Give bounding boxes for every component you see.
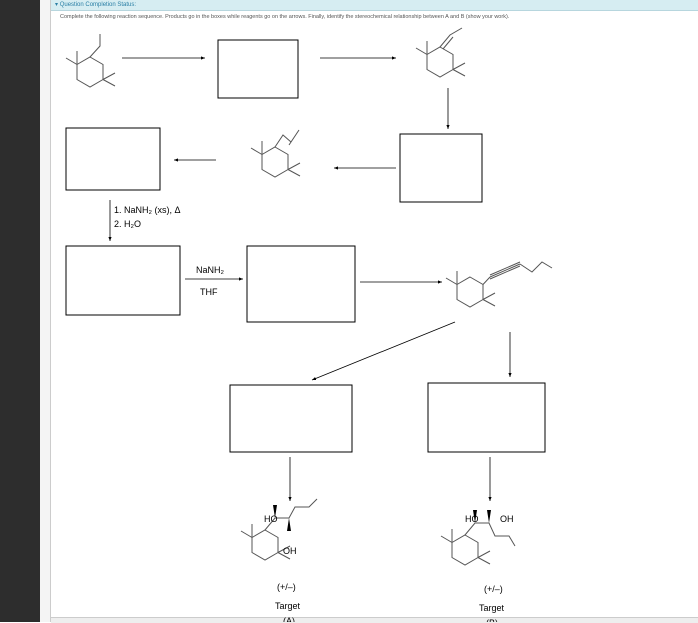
product-box-3[interactable] [65,127,161,191]
target-b-ho: HO [465,514,479,524]
alkene-intermediate [415,27,466,78]
left-sidebar [0,0,40,622]
expand-icon: ▾ [55,2,60,8]
reagent-step1: 1. NaNH₂ (xs), Δ [114,205,181,215]
product-box-4[interactable] [65,245,181,316]
gutter [40,0,51,622]
starting-material [65,34,116,88]
vinyl-intermediate [250,129,301,178]
footer-bar [51,617,698,623]
product-box-1[interactable] [217,39,299,99]
target-b-racemic: (+/–) [484,584,503,594]
arrow-9[interactable] [311,321,456,381]
target-a-label: Target [275,601,301,611]
status-label: Question Completion Status: [59,2,137,8]
question-instructions: Complete the following reaction sequence… [60,14,510,20]
product-box-7[interactable] [427,382,546,453]
target-b-oh: OH [500,514,514,524]
reagent-base: NaNH₂ [196,265,225,275]
target-a-oh: OH [283,546,297,556]
reagent-step2: 2. H₂O [114,219,141,229]
product-box-6[interactable] [229,384,353,453]
reagent-solvent: THF [200,287,218,297]
target-a-ho: HO [264,514,278,524]
target-b-label: Target [479,603,505,613]
target-a-racemic: (+/–) [277,582,296,592]
product-box-2[interactable] [399,133,483,203]
alkyne-intermediate [445,261,553,308]
product-box-5[interactable] [246,245,356,323]
target-b-id: (B) [486,618,498,622]
target-a-structure [240,498,318,561]
question-completion-status-bar[interactable]: ▾ Question Completion Status: [51,0,698,11]
target-a-id: (A) [283,616,295,622]
